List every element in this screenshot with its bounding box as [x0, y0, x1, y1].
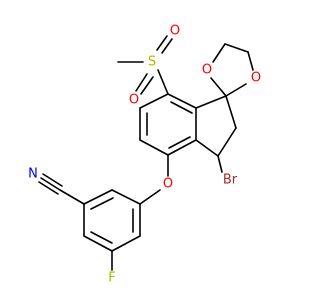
- bonds: [38, 35, 254, 271]
- bond-ring-cn: [59, 189, 85, 205]
- bond-dioxolane-1: [212, 43, 226, 63]
- bond-ring-3: [167, 139, 197, 156]
- sulfur-atom: S: [148, 55, 156, 70]
- bond-cn-triple-c: [42, 173, 63, 187]
- dioxolane-oxygen-left: O: [202, 63, 212, 78]
- bond-five-3: [217, 127, 237, 157]
- bond-ether-aryl: [139, 189, 161, 205]
- ether-oxygen: O: [163, 177, 173, 192]
- bond-bz-1: [111, 189, 141, 205]
- bond-dioxolane-2: [224, 43, 249, 53]
- bond-five-1: [195, 95, 227, 109]
- bond-five-4: [195, 139, 219, 157]
- molecule-structure-diagram: S O O O O O Br F N: [28, 24, 261, 286]
- bond-s-o-top-a: [156, 35, 168, 51]
- bond-ring-inner-2: [168, 136, 191, 149]
- bond-s-o-top-b: [161, 38, 173, 54]
- bond-bz-4: [83, 235, 113, 252]
- atom-labels: S O O O O O Br F N: [28, 24, 261, 286]
- bond-five-2: [225, 95, 237, 129]
- bond-spiro-o1: [210, 77, 227, 97]
- sulfonyl-oxygen-top: O: [170, 24, 180, 39]
- bond-dioxolane-3: [247, 51, 254, 71]
- bond-ring-1: [167, 93, 197, 109]
- bond-ring-6: [139, 93, 169, 109]
- bond-s-o-left-b: [140, 76, 154, 95]
- bond-spiro-o2: [225, 83, 247, 97]
- bond-cn-triple-b: [38, 181, 59, 195]
- fluorine-atom: F: [108, 271, 115, 286]
- bromine-atom: Br: [223, 173, 238, 188]
- bond-s-ring: [157, 69, 169, 95]
- dioxolane-oxygen-right: O: [251, 71, 261, 86]
- bond-bz-inner-1: [90, 197, 114, 210]
- bond-bz-5: [111, 235, 141, 252]
- bond-cn-triple-a: [40, 177, 61, 191]
- bond-s-o-left-a: [135, 73, 148, 92]
- bond-c-br: [217, 155, 223, 173]
- nitrile-nitrogen: N: [28, 167, 38, 182]
- bond-bz-2: [83, 189, 113, 205]
- bond-ring-4: [139, 139, 169, 156]
- bond-ring-inner-1: [170, 101, 193, 114]
- sulfonyl-oxygen-left: O: [129, 93, 139, 108]
- bond-bz-inner-2: [90, 231, 113, 244]
